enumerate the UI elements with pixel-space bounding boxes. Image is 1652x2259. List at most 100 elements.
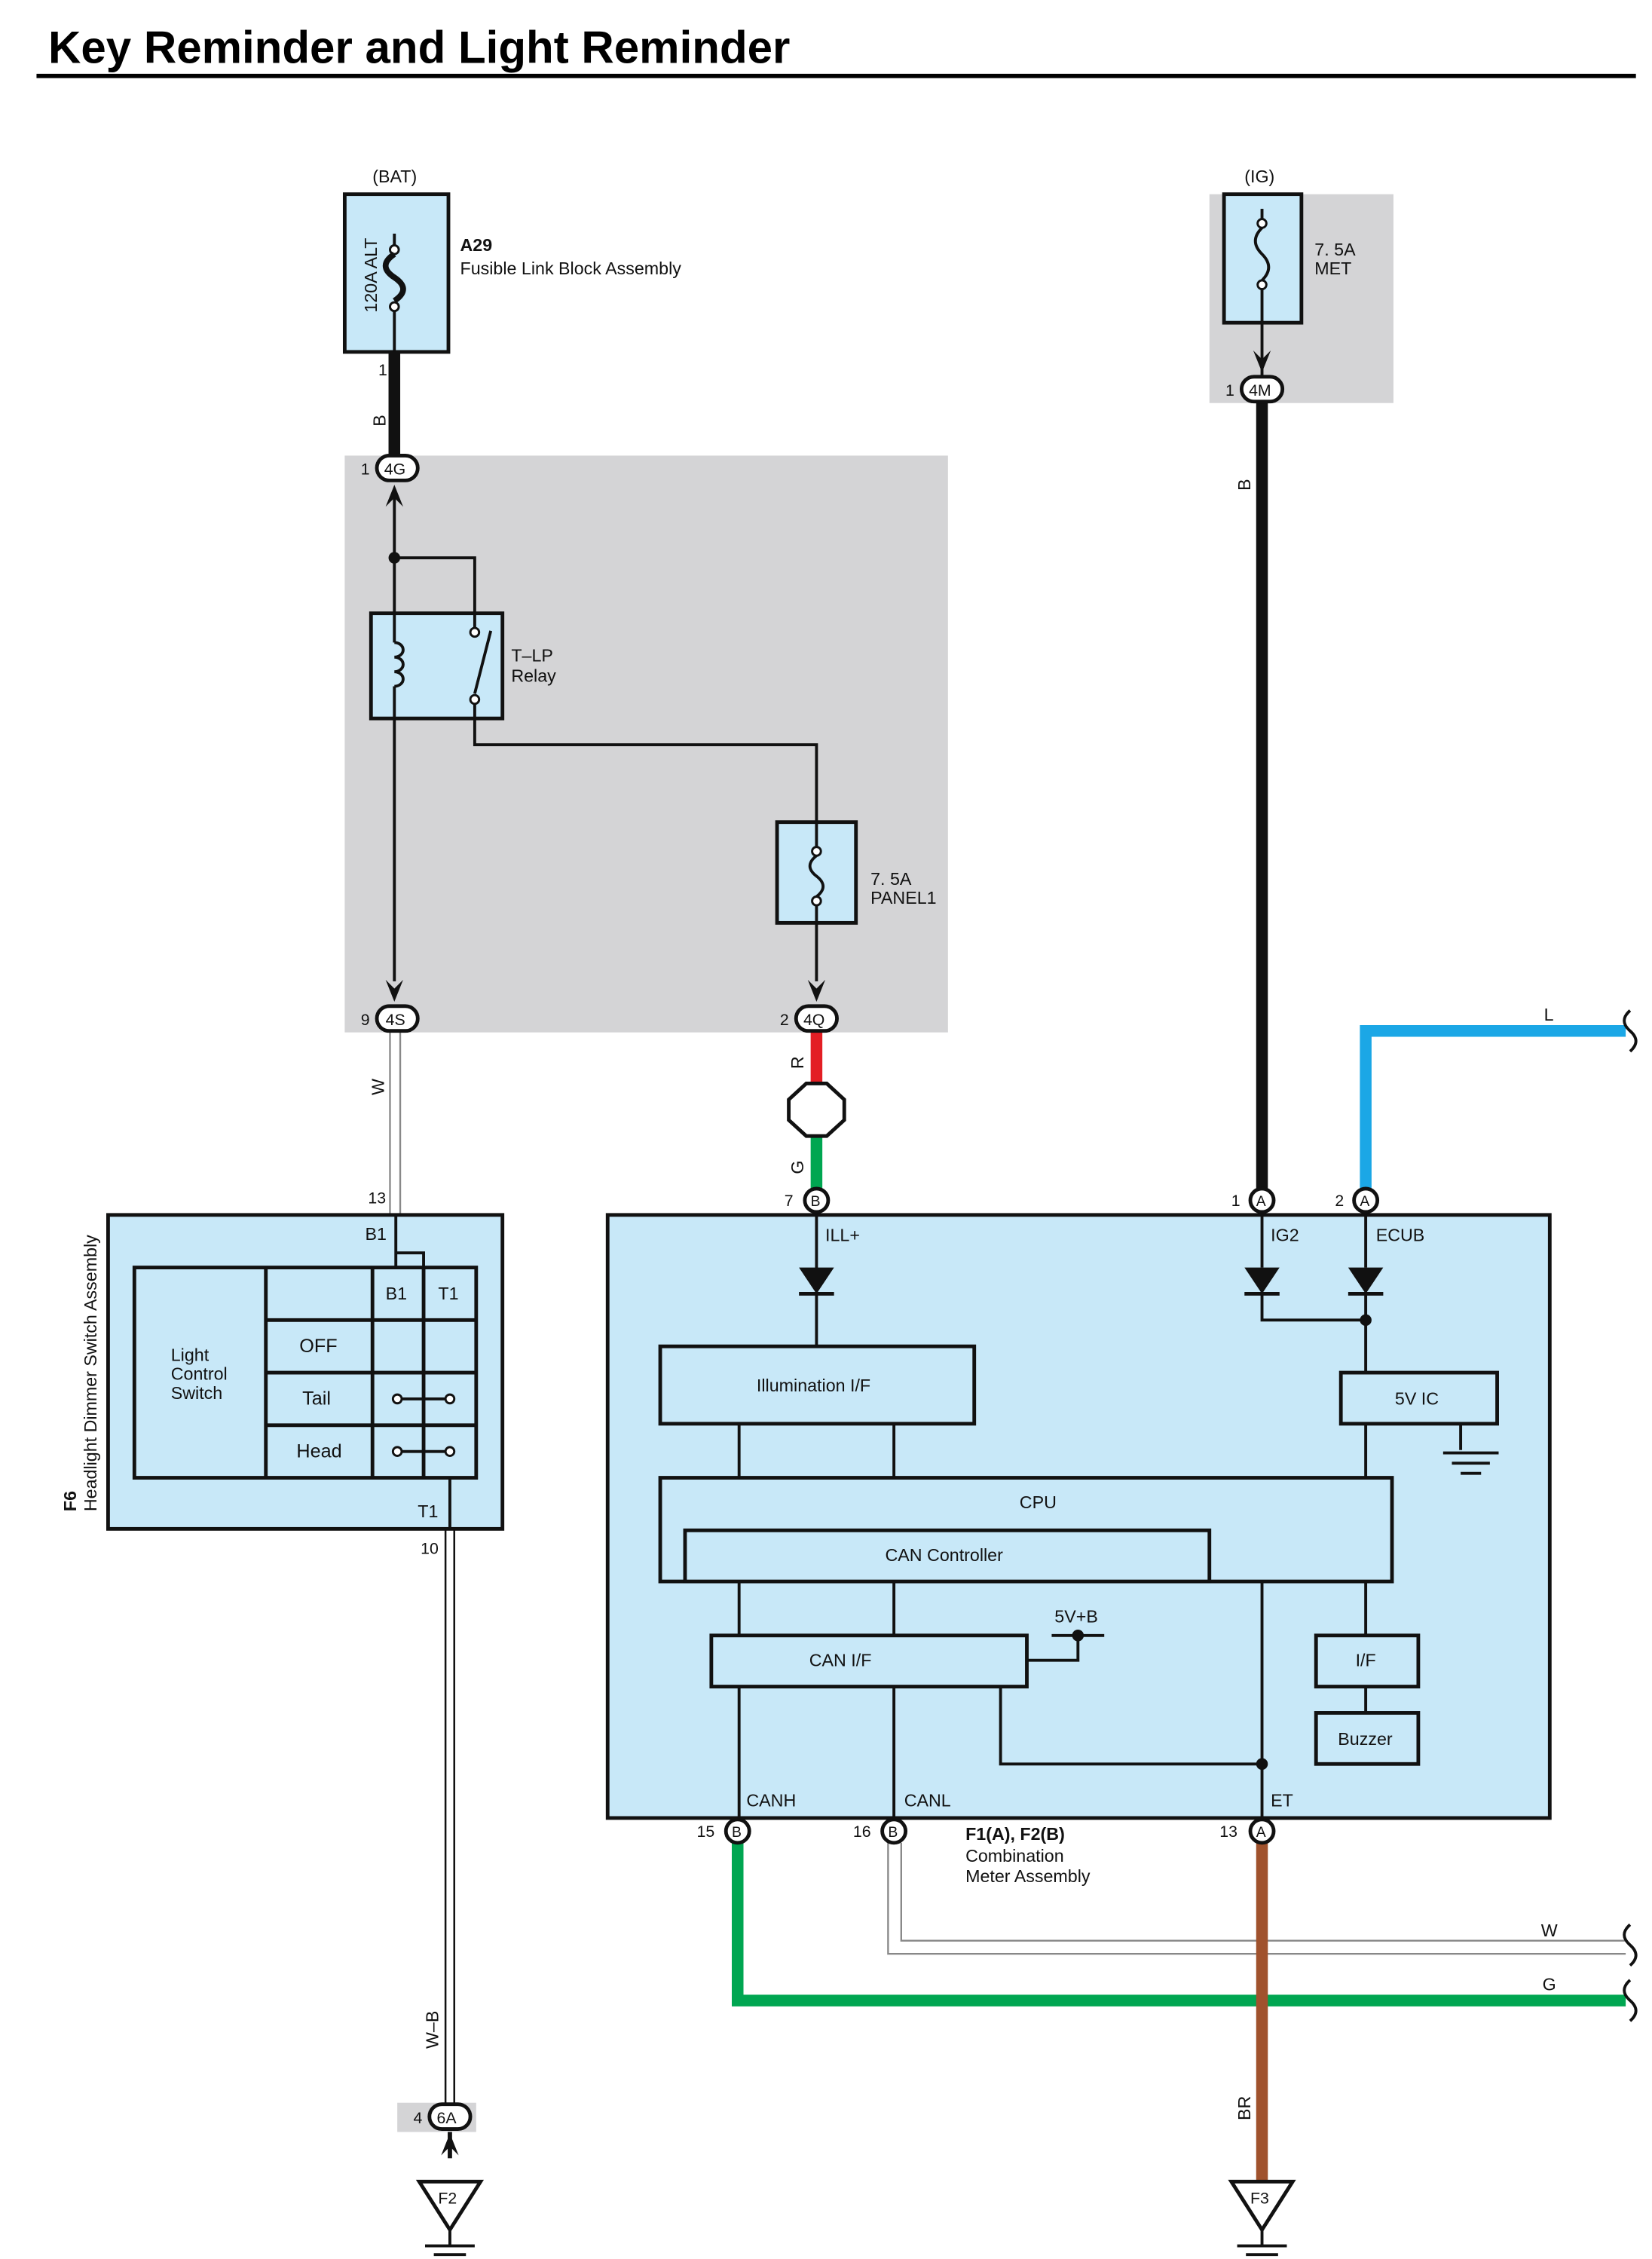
junction-connector <box>787 1082 846 1138</box>
ground-f3-label: F3 <box>1250 2189 1269 2207</box>
svg-text:B: B <box>888 1824 898 1841</box>
svg-text:A: A <box>1256 1824 1266 1841</box>
svg-text:B: B <box>811 1193 821 1210</box>
meter-connector-a13: A 13 <box>1219 1817 1276 1845</box>
relay-name-1: T–LP <box>511 646 553 666</box>
ground-icon <box>1442 1451 1499 1475</box>
wire-label-r: R <box>788 1056 807 1069</box>
met-fuse-rating: 7. 5A <box>1314 240 1356 259</box>
table-col-b1: B1 <box>386 1284 407 1303</box>
wire-label-w: W <box>369 1079 388 1095</box>
connector-4s-pin: 9 <box>361 1011 370 1029</box>
wire-break-g <box>1623 1979 1638 2022</box>
cpu-label: CPU <box>1020 1492 1057 1512</box>
svg-text:4S: 4S <box>386 1011 405 1029</box>
wire-break-w <box>1623 1923 1638 1967</box>
meter-connector-b7: B 7 <box>785 1186 831 1214</box>
wire-label-w-can: W <box>1541 1921 1558 1940</box>
switch-assembly-name: Headlight Dimmer Switch Assembly <box>81 1235 100 1511</box>
fusible-link-name: Fusible Link Block Assembly <box>460 259 682 278</box>
meter-ill: ILL+ <box>825 1226 860 1245</box>
if-label: I/F <box>1356 1650 1376 1670</box>
switch-contact-head <box>391 1446 456 1457</box>
vb-label: 5V+B <box>1054 1606 1098 1626</box>
meter-id: F1(A), F2(B) <box>965 1824 1065 1844</box>
vic-block <box>1338 1370 1499 1426</box>
buzzer-label: Buzzer <box>1338 1729 1393 1749</box>
meter-name-2: Meter Assembly <box>965 1866 1091 1886</box>
wire-canl-w <box>887 1842 1626 1955</box>
panel-fuse-name: PANEL1 <box>870 888 936 908</box>
meter-name-1: Combination <box>965 1846 1064 1866</box>
buzzer-block <box>1314 1711 1421 1766</box>
relay-coil-icon <box>393 613 405 719</box>
wire-label-wb: W–B <box>422 2011 442 2049</box>
page-title: Key Reminder and Light Reminder <box>48 22 790 72</box>
meter-connector-b16-pin: 16 <box>853 1823 871 1841</box>
svg-text:6A: 6A <box>436 2109 457 2127</box>
relay-switch-icon <box>469 613 493 719</box>
connector-4g-pin: 1 <box>361 461 370 479</box>
fusible-link-pin: 1 <box>378 361 387 379</box>
switch-name-3: Switch <box>171 1383 222 1403</box>
junction-dot <box>388 552 401 564</box>
canl-label: CANL <box>904 1790 951 1810</box>
meter-connector-b15: B 15 <box>696 1817 751 1845</box>
wire-break-l <box>1623 1009 1638 1053</box>
canh-label: CANH <box>746 1790 796 1810</box>
connector-4q-pin: 2 <box>780 1011 789 1029</box>
table-row-tail: Tail <box>302 1388 331 1410</box>
fusible-link-icon <box>382 233 406 352</box>
can-controller-label: CAN Controller <box>885 1545 1003 1565</box>
met-fuse-icon <box>1253 209 1271 377</box>
meter-connector-a13-pin: 13 <box>1219 1823 1237 1841</box>
illumination-if-label: Illumination I/F <box>757 1376 870 1395</box>
fusible-link-id: A29 <box>460 235 493 255</box>
can-controller-block <box>683 1528 1212 1584</box>
switch-pin-b1: 13 <box>368 1189 386 1207</box>
svg-text:4G: 4G <box>384 461 405 479</box>
ig-label: (IG) <box>1244 167 1274 186</box>
meter-connector-b16: B 16 <box>853 1817 908 1845</box>
connector-4q: 4Q 2 <box>780 979 839 1033</box>
bat-label: (BAT) <box>372 167 417 186</box>
switch-name-2: Control <box>171 1364 228 1384</box>
table-col-t1: T1 <box>438 1284 458 1303</box>
meter-connector-b15-pin: 15 <box>696 1823 714 1841</box>
svg-text:4M: 4M <box>1249 381 1271 399</box>
fusible-link-rating: 120A ALT <box>361 237 381 312</box>
svg-text:A: A <box>1360 1193 1369 1210</box>
connector-6a-pin: 4 <box>413 2109 422 2127</box>
wire-label-l: L <box>1544 1005 1554 1024</box>
light-control-switch-table <box>132 1266 479 1480</box>
connector-4g: 4G 1 <box>361 454 420 507</box>
meter-connector-a2: A 2 <box>1335 1186 1380 1214</box>
wire-canh-g <box>731 1842 1626 2006</box>
meter-connector-a1: A 1 <box>1231 1186 1276 1214</box>
svg-text:A: A <box>1256 1193 1266 1210</box>
panel-fuse-icon <box>808 822 825 923</box>
diode-ecub-icon <box>1348 1267 1384 1296</box>
connector-4s: 4S 9 <box>361 979 420 1033</box>
can-if-label: CAN I/F <box>809 1650 872 1670</box>
illumination-if-block <box>658 1344 977 1426</box>
connector-4m: 4M 1 <box>1225 350 1285 404</box>
wire-label-b-bat: B <box>370 415 390 427</box>
switch-assembly-id: F6 <box>60 1491 80 1511</box>
svg-text:B: B <box>732 1824 742 1841</box>
switch-term-b1: B1 <box>366 1224 387 1244</box>
meter-ig2: IG2 <box>1271 1226 1299 1245</box>
meter-connector-a1-pin: 1 <box>1231 1192 1241 1210</box>
meter-connector-a2-pin: 2 <box>1335 1192 1344 1210</box>
can-if-block <box>709 1633 1029 1689</box>
switch-contact-tail <box>391 1393 456 1405</box>
vic-label: 5V IC <box>1395 1389 1439 1409</box>
switch-pin-t1: 10 <box>421 1539 439 1557</box>
et-label: ET <box>1271 1790 1293 1810</box>
wire-label-g-can: G <box>1543 1975 1556 1994</box>
table-row-off: OFF <box>299 1336 337 1357</box>
ground-f2-label: F2 <box>438 2189 457 2207</box>
if-block <box>1314 1633 1421 1689</box>
fusible-link-box <box>342 192 451 354</box>
relay-name-2: Relay <box>511 666 556 686</box>
